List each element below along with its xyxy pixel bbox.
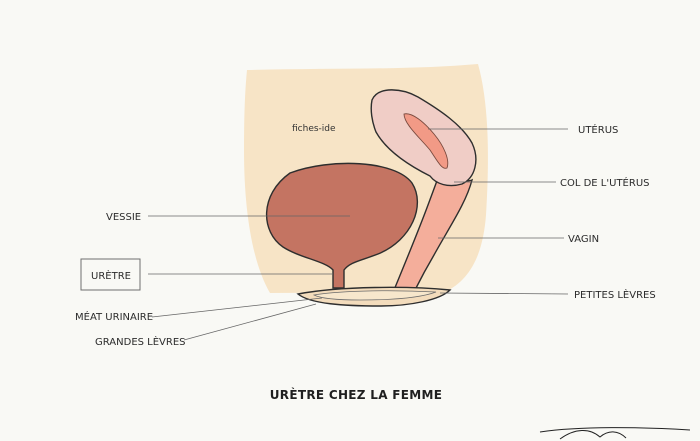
vagina — [392, 177, 474, 291]
signature-mark — [539, 427, 691, 440]
label-cervix: COL DE L'UTÉRUS — [560, 176, 649, 189]
labia-minora — [312, 290, 437, 301]
diagram-title: URÈTRE CHEZ LA FEMME — [270, 387, 443, 402]
leader-urinary-meatus — [151, 297, 323, 318]
leader-labia-majora — [183, 303, 317, 341]
label-labia-minora: PETITES LÈVRES — [574, 288, 656, 301]
leader-labia-minora — [439, 292, 569, 295]
uterine-cavity — [403, 113, 449, 169]
label-urethra: URÈTRE — [91, 269, 131, 282]
label-bladder: VESSIE — [106, 212, 141, 223]
label-vagina: VAGIN — [568, 234, 599, 245]
label-labia-majora: GRANDES LÈVRES — [95, 335, 186, 348]
label-urinary-meatus: MÉAT URINAIRE — [75, 310, 153, 323]
bladder — [265, 162, 419, 289]
label-uterus: UTÉRUS — [578, 123, 618, 136]
watermark-text: fiches-ide — [292, 124, 336, 134]
urethra-label-box — [80, 258, 141, 291]
